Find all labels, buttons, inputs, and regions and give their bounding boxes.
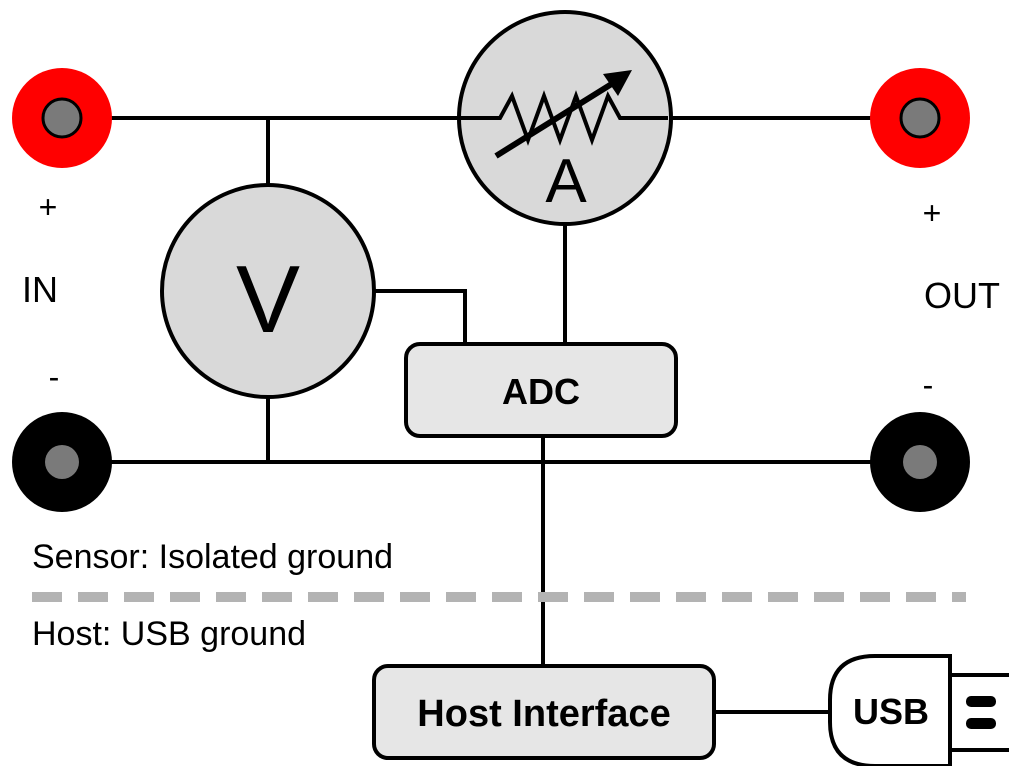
voltmeter-to-adc-wire: [374, 289, 467, 344]
input-plus-sign: +: [39, 189, 58, 225]
output-minus-terminal-core: [903, 445, 937, 479]
variable-arrow-head-icon: [603, 70, 632, 96]
output-plus-terminal: [870, 68, 970, 168]
voltmeter-circle: [160, 183, 376, 399]
input-minus-terminal: [12, 412, 112, 512]
wires: [62, 116, 920, 714]
output-label: OUT: [924, 275, 1000, 316]
host-interface-block: Host Interface: [372, 664, 716, 760]
host-interface-label: Host Interface: [417, 693, 670, 735]
usb-pin-bottom-icon: [966, 718, 996, 729]
ammeter-label: A: [545, 147, 587, 216]
voltmeter: V: [160, 183, 376, 399]
sensor-region-label: Sensor: Isolated ground: [32, 538, 393, 576]
output-minus-terminal: [870, 412, 970, 512]
resistor-zigzag-icon: [455, 90, 668, 146]
output-plus-sign: +: [923, 195, 942, 231]
input-label: IN: [22, 269, 58, 310]
usb-label: USB: [853, 691, 929, 732]
host-region-label: Host: USB ground: [32, 615, 306, 653]
host-interface-box: [372, 664, 716, 760]
ammeter: A: [455, 10, 673, 226]
usb-plug: USB: [828, 654, 1009, 766]
adc-block: ADC: [404, 342, 678, 438]
output-minus-sign: -: [923, 367, 934, 403]
input-minus-terminal-core: [45, 445, 79, 479]
input-plus-terminal-core: [41, 97, 83, 139]
voltmeter-label: V: [236, 246, 300, 353]
output-plus-terminal-core: [899, 97, 941, 139]
input-plus-terminal: [12, 68, 112, 168]
input-minus-sign: -: [49, 359, 60, 395]
variable-arrow-shaft: [494, 77, 620, 159]
adc-box: [404, 342, 678, 438]
adc-label: ADC: [502, 371, 580, 412]
usb-pin-top-icon: [966, 696, 996, 707]
